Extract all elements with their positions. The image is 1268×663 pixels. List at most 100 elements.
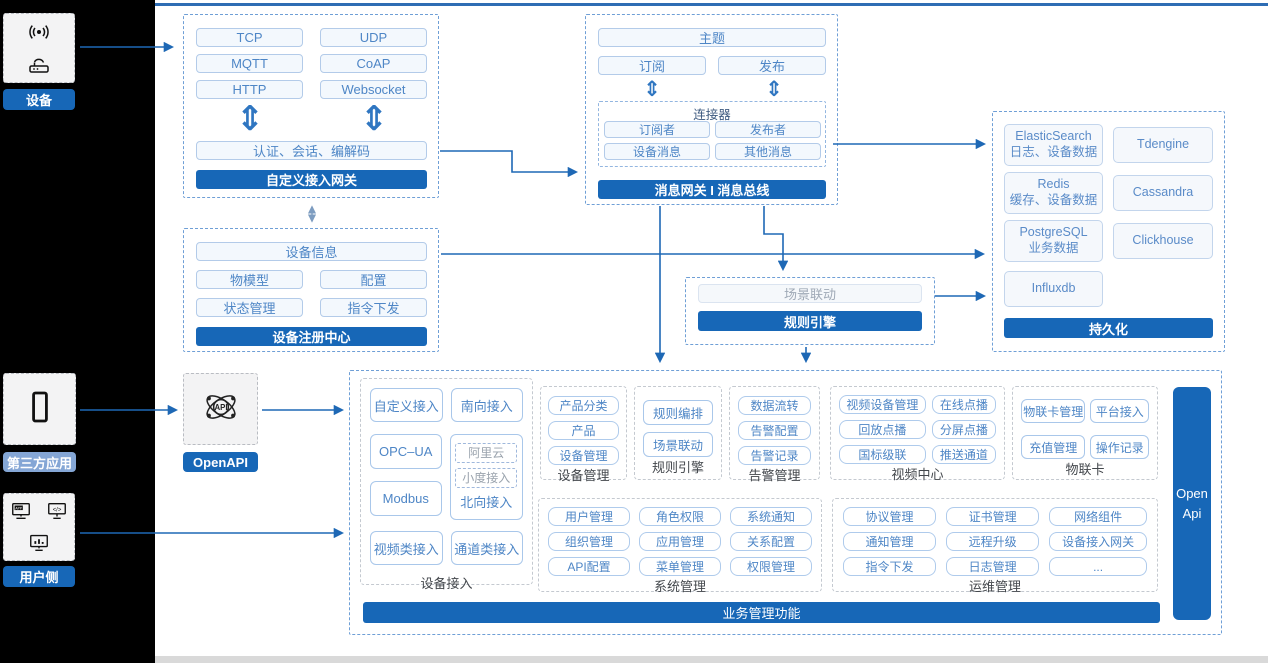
- device-info-pill: 设备信息: [196, 242, 427, 261]
- device-access-row3: 视频类接入 通道类接入: [370, 531, 523, 565]
- command-send-text: 指令下发: [347, 301, 400, 316]
- device-access-row2-left: OPC–UA Modbus: [370, 434, 442, 520]
- southbound-access-text: 南向接入: [460, 398, 513, 414]
- protocol-pill-http: HTTP: [196, 80, 303, 99]
- config-pill: 配置: [320, 270, 427, 289]
- product-pill: 产品: [548, 421, 619, 440]
- northbound-access-pill: 阿里云 小度接入 北向接入: [449, 434, 523, 520]
- device-access-gateway-pill: 设备接入网关: [1049, 532, 1147, 551]
- notice-mgmt-pill: 通知管理: [843, 532, 937, 551]
- permission-mgmt-text: 权限管理: [746, 560, 795, 574]
- playback-text: 回放点播: [858, 423, 907, 437]
- auth-session-codec-text: 认证、会话、编解码: [252, 144, 370, 159]
- svg-text:API: API: [214, 402, 227, 411]
- operation-record-pill: 操作记录: [1090, 435, 1149, 459]
- device-mgmt-pill: 设备管理: [548, 446, 619, 465]
- scene-linkage-func-text: 场景联动: [652, 439, 703, 453]
- rule-engine-group: 规则编排 场景联动 规则引擎: [634, 386, 722, 480]
- third-party-rail-label: 第三方应用: [3, 452, 76, 472]
- iot-card-items: 物联卡管理 平台接入 充值管理 操作记录: [1021, 399, 1149, 459]
- svg-text:APP: APP: [15, 506, 22, 510]
- custom-access-pill: 自定义接入: [370, 388, 443, 422]
- notice-mgmt-text: 通知管理: [865, 535, 914, 549]
- command-dispatch-pill: 指令下发: [843, 557, 937, 576]
- publish-pill: 发布: [718, 56, 826, 75]
- device-access-gateway-text: 设备接入网关: [1062, 535, 1135, 549]
- publisher-pill: 发布者: [715, 121, 821, 138]
- other-message-pill: 其他消息: [715, 143, 821, 160]
- rule-orchestration-text: 规则编排: [652, 407, 703, 421]
- operation-record-text: 操作记录: [1095, 440, 1144, 455]
- southbound-access-pill: 南向接入: [450, 388, 523, 422]
- command-dispatch-text: 指令下发: [865, 560, 914, 574]
- device-access-row1: 自定义接入 南向接入: [370, 388, 523, 422]
- dashboard-icon: [27, 531, 51, 558]
- device-message-pill: 设备消息: [604, 143, 710, 160]
- rule-engine-title-text: 规则引擎: [783, 314, 836, 330]
- iot-card-mgmt-text: 物联卡管理: [1023, 404, 1084, 419]
- video-center-items: 视频设备管理 在线点播 回放点播 分屏点播 国标级联 推送通道: [839, 395, 996, 464]
- system-mgmt-items: 用户管理 角色权限 系统通知 组织管理 应用管理 关系配置 API配置 菜单管理…: [548, 507, 812, 576]
- custom-gateway-title-text: 自定义接入网关: [265, 173, 357, 188]
- auth-session-codec-pill: 认证、会话、编解码: [196, 141, 427, 160]
- protocol-mgmt-text: 协议管理: [865, 510, 914, 524]
- alarm-record-text: 告警记录: [750, 449, 799, 463]
- thing-model-text: 物模型: [229, 273, 269, 288]
- command-send-pill: 指令下发: [320, 298, 427, 317]
- message-bus-title-text: 消息网关 I 消息总线: [654, 183, 770, 198]
- org-mgmt-pill: 组织管理: [548, 532, 630, 551]
- third-party-rail-label-text: 第三方应用: [6, 455, 72, 471]
- custom-access-text: 自定义接入: [373, 398, 439, 414]
- postgresql-sub: 业务数据: [1028, 241, 1079, 255]
- scene-linkage-func-pill: 场景联动: [643, 432, 713, 457]
- protocol-mqtt-text: MQTT: [231, 56, 268, 71]
- device-icon-box: 第三方: [3, 13, 75, 105]
- alarm-config-pill: 告警配置: [738, 421, 811, 440]
- gb-cascade-pill: 国标级联: [839, 445, 926, 464]
- user-side-rail-label-text: 用户侧: [19, 570, 59, 585]
- connector-title: 连接器: [598, 104, 826, 123]
- signal-icon: [27, 20, 51, 49]
- bottom-gray-strip: [155, 656, 1268, 663]
- northbound-access-text: 北向接入: [460, 495, 513, 511]
- relation-config-text: 关系配置: [746, 535, 795, 549]
- system-mgmt-group: 用户管理 角色权限 系统通知 组织管理 应用管理 关系配置 API配置 菜单管理…: [538, 498, 822, 594]
- system-mgmt-label-text: 系统管理: [653, 579, 706, 594]
- protocol-http-text: HTTP: [232, 82, 267, 97]
- protocol-mgmt-pill: 协议管理: [843, 507, 937, 526]
- protocol-coap-text: CoAP: [356, 56, 391, 71]
- updown-double-arrow-icon: ⇕: [235, 100, 265, 138]
- relation-config-pill: 关系配置: [730, 532, 812, 551]
- device-access-label: 设备接入: [370, 573, 523, 597]
- split-screen-pill: 分屏点播: [931, 420, 996, 439]
- iot-card-label-text: 物联卡: [1065, 462, 1105, 477]
- playback-pill: 回放点播: [839, 420, 926, 439]
- video-center-label: 视频中心: [839, 464, 996, 488]
- openapi-label-text: OpenAPI: [193, 454, 248, 470]
- product-category-text: 产品分类: [559, 399, 608, 413]
- publish-text: 发布: [758, 59, 785, 74]
- menu-mgmt-text: 菜单管理: [655, 560, 704, 574]
- thing-model-pill: 物模型: [196, 270, 303, 289]
- device-mgmt-items: 产品分类 产品 设备管理: [548, 396, 619, 465]
- log-mgmt-text: 日志管理: [968, 560, 1017, 574]
- split-screen-text: 分屏点播: [939, 423, 988, 437]
- persistence-title-text: 持久化: [1088, 321, 1128, 337]
- online-play-text: 在线点播: [939, 398, 988, 412]
- persistence-box: [992, 111, 1225, 352]
- push-channel-text: 推送通道: [939, 448, 988, 462]
- message-bus-title-bar: 消息网关 I 消息总线: [598, 180, 826, 199]
- message-gateway-box: [585, 14, 838, 205]
- cert-mgmt-pill: 证书管理: [946, 507, 1040, 526]
- other-message-text: 其他消息: [743, 145, 792, 159]
- product-category-pill: 产品分类: [548, 396, 619, 415]
- xiaodu-access-pill: 小度接入: [455, 467, 518, 488]
- video-center-label-text: 视频中心: [891, 467, 944, 482]
- device-registry-box: [183, 228, 439, 352]
- online-play-pill: 在线点播: [931, 395, 996, 414]
- tdengine-name: Tdengine: [1136, 137, 1190, 152]
- protocol-pill-tcp: TCP: [196, 28, 303, 47]
- iot-card-group: 物联卡管理 平台接入 充值管理 操作记录 物联卡: [1012, 386, 1158, 480]
